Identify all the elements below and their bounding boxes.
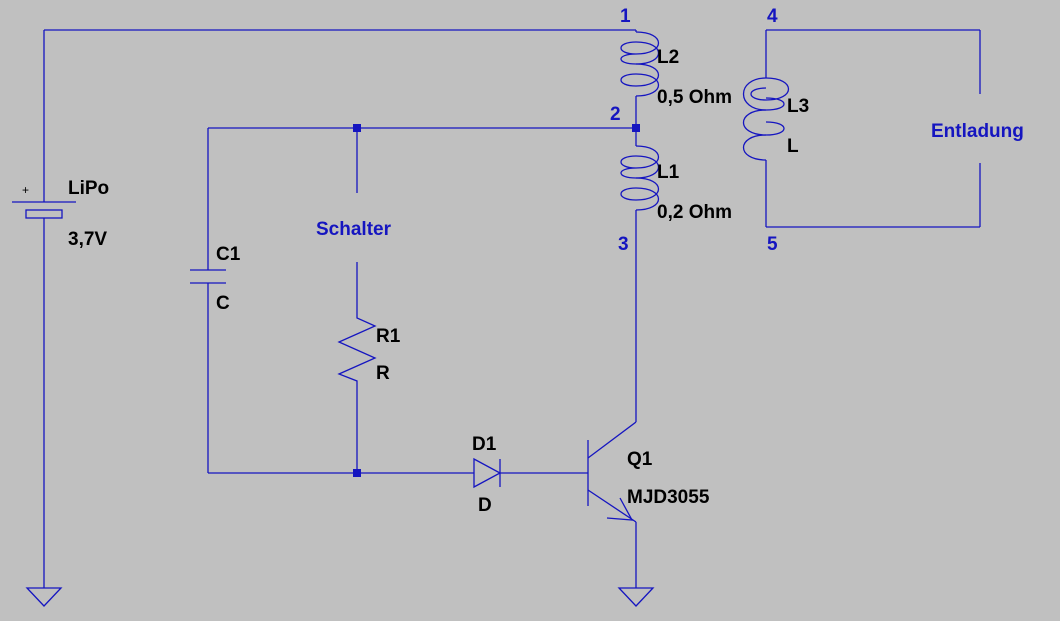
discharge-label: Entladung [931, 121, 1024, 142]
ground-symbol-emitter [617, 587, 655, 607]
transistor-emitter-arrow [606, 497, 634, 521]
l1-name: L1 [657, 162, 680, 183]
node-label-2: 2 [610, 104, 621, 125]
inductor-l3[interactable] [742, 77, 790, 161]
node-label-4: 4 [767, 6, 778, 27]
battery-lipo[interactable]: + [12, 183, 76, 225]
c1-name: C1 [216, 244, 241, 265]
c1-value: C [216, 293, 230, 314]
junction-dot [353, 469, 361, 477]
inductor-l1[interactable] [620, 145, 660, 211]
l2-value: 0,5 Ohm [657, 87, 732, 108]
diode-triangle [473, 457, 502, 489]
node-label-5: 5 [767, 234, 778, 255]
l2-name: L2 [657, 47, 679, 68]
battery-plus-sign: + [22, 183, 29, 197]
battery-plate-short [25, 209, 63, 219]
ground-symbol-battery [25, 587, 63, 607]
l3-value: L [787, 136, 799, 157]
resistor-r1[interactable] [337, 305, 377, 385]
l1-value: 0,2 Ohm [657, 202, 732, 223]
battery-name: LiPo [68, 178, 109, 199]
battery-value: 3,7V [68, 229, 107, 250]
d1-name: D1 [472, 434, 497, 455]
transistor-emitter [587, 489, 637, 523]
node-label-3: 3 [618, 234, 629, 255]
d1-value: D [478, 495, 492, 516]
transistor-q1[interactable] [587, 421, 637, 523]
r1-name: R1 [376, 326, 401, 347]
diode-d1[interactable] [473, 457, 502, 489]
r1-value: R [376, 363, 390, 384]
q1-name: Q1 [627, 449, 653, 470]
junction-dot [632, 124, 640, 132]
q1-value: MJD3055 [627, 487, 710, 508]
junction-dot [353, 124, 361, 132]
inductor-l2[interactable] [620, 31, 660, 97]
wires [43, 29, 981, 588]
node-label-1: 1 [620, 6, 631, 27]
capacitor-c1[interactable] [190, 269, 226, 284]
transistor-collector [587, 421, 637, 459]
switch-label: Schalter [316, 219, 392, 240]
l3-name: L3 [787, 96, 809, 117]
